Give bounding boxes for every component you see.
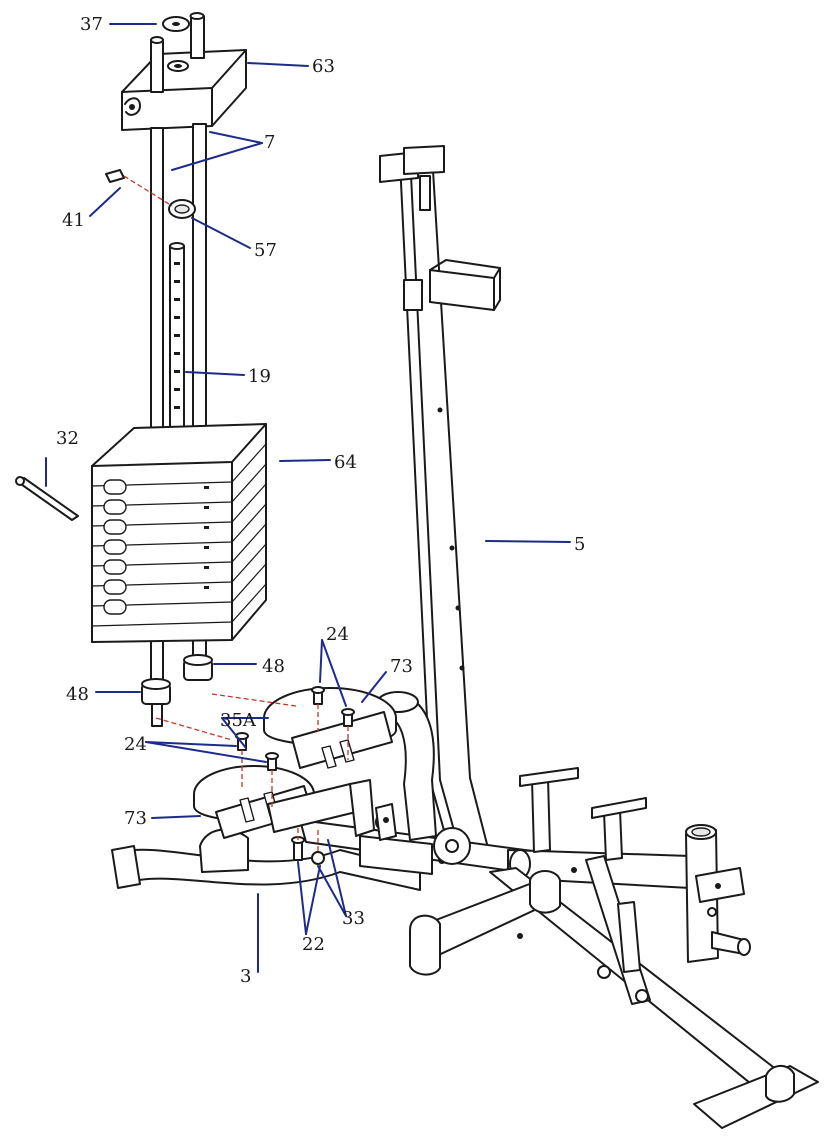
upright-post [379, 145, 501, 853]
weight-plates [91, 423, 267, 643]
pin [105, 169, 125, 183]
base-frame [111, 767, 819, 1129]
callout-24-left: 24 [124, 734, 147, 755]
callout-33: 33 [342, 908, 365, 929]
callout-37: 37 [80, 14, 103, 35]
callout-3: 3 [240, 966, 251, 987]
bolt-22 [291, 836, 305, 861]
weight-stack-tower [15, 12, 267, 727]
callout-73-right: 73 [390, 656, 413, 677]
callout-64: 64 [334, 452, 357, 473]
callout-leaders [45, 23, 571, 973]
callout-73-left: 73 [124, 808, 147, 829]
callout-63: 63 [312, 56, 335, 77]
callout-48-right: 48 [262, 656, 285, 677]
selector-pin [15, 476, 79, 521]
washer [162, 16, 190, 32]
selector-rod [169, 242, 185, 435]
lift-arm-assembly [193, 687, 437, 841]
callout-22: 22 [302, 934, 325, 955]
callout-19: 19 [248, 366, 271, 387]
bushing [168, 199, 196, 219]
callout-35a: 35A [220, 710, 257, 731]
rubber-bumpers [141, 654, 213, 705]
callout-24-top: 24 [326, 624, 349, 645]
callout-7: 7 [264, 132, 275, 153]
callout-32: 32 [56, 428, 79, 449]
callout-5: 5 [574, 534, 585, 555]
top-plate [121, 49, 247, 131]
alignment-lines [123, 175, 349, 852]
nut-33 [311, 851, 325, 865]
callout-48-left: 48 [66, 684, 89, 705]
callout-labels: 37 63 7 41 57 19 32 64 5 24 73 48 48 35A… [56, 14, 585, 987]
callout-41: 41 [62, 210, 85, 231]
callout-57: 57 [254, 240, 277, 261]
